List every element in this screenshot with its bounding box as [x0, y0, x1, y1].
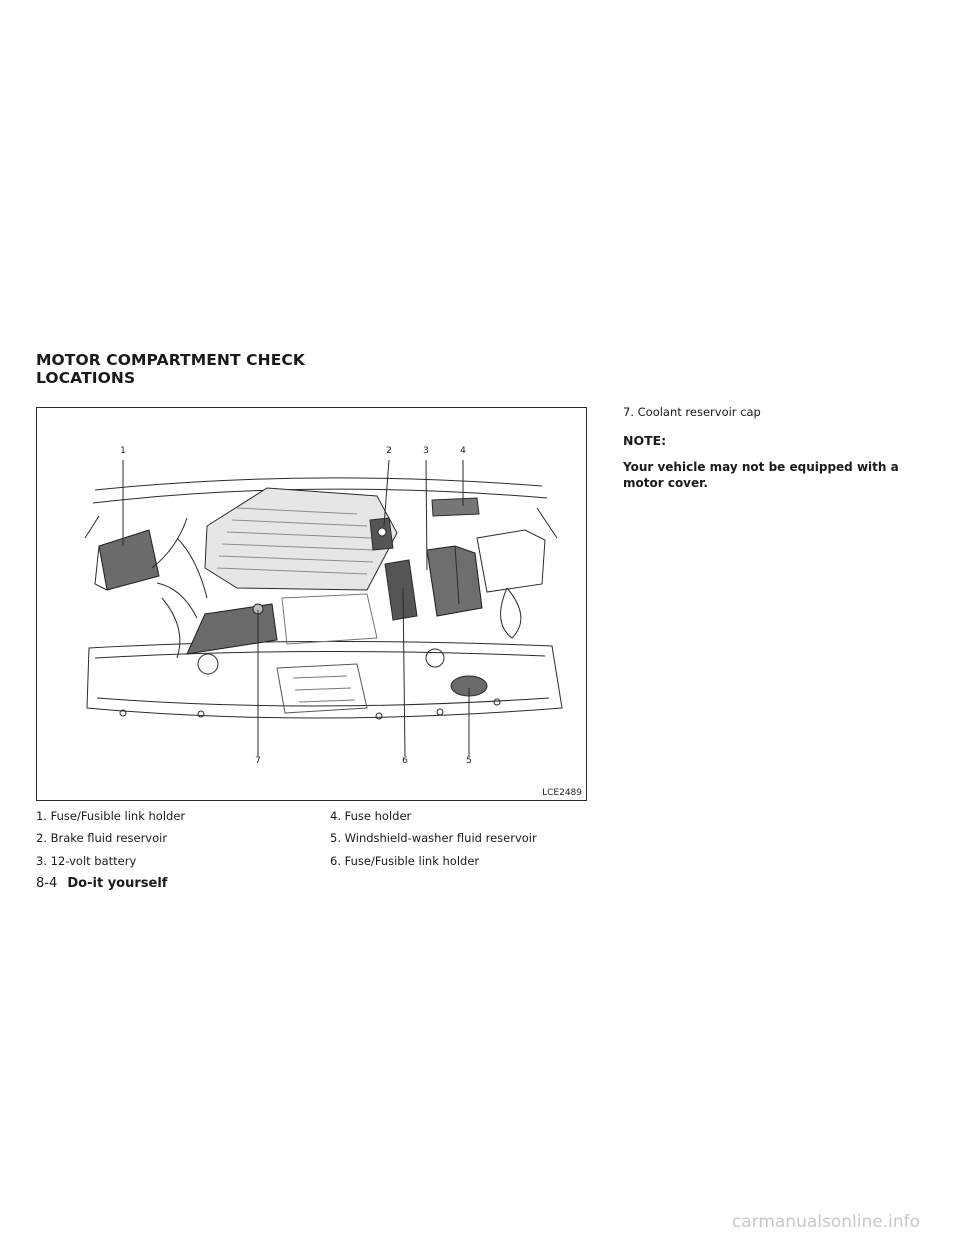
chapter-title: Do-it yourself	[67, 876, 168, 891]
watermark: carmanualsonline.info	[731, 1212, 920, 1232]
page-footer: 8-4 Do-it yourself	[36, 876, 167, 891]
callout-1: 1	[120, 446, 126, 456]
callout-4: 4	[460, 446, 466, 456]
legend-item-2: 2. Brake fluid reservoir	[36, 831, 168, 845]
section-title: MOTOR COMPARTMENT CHECK LOCATIONS	[36, 351, 305, 387]
right-column: 7. Coolant reservoir cap NOTE: Your vehi…	[623, 405, 923, 491]
callout-5: 5	[466, 756, 472, 766]
callout-3: 3	[423, 446, 429, 456]
callout-2: 2	[386, 446, 392, 456]
legend-item-1: 1. Fuse/Fusible link holder	[36, 809, 186, 823]
callout-7: 7	[255, 756, 261, 766]
callout-6: 6	[402, 756, 408, 766]
section-title-line-1: MOTOR COMPARTMENT CHECK	[36, 351, 305, 369]
section-title-line-2: LOCATIONS	[36, 369, 136, 387]
legend-item-7: 7. Coolant reservoir cap	[623, 405, 761, 419]
legend-item-5: 5. Windshield-washer fluid reservoir	[330, 831, 537, 845]
note-text: Your vehicle may not be equipped with a …	[623, 460, 899, 490]
legend-item-6: 6. Fuse/Fusible link holder	[330, 854, 480, 868]
engine-line-drawing	[84, 459, 563, 757]
page-number: 8-4	[36, 876, 58, 891]
figure-code: LCE2489	[542, 788, 582, 798]
motor-compartment-illustration: 1 2 3 4 5 6 7 LCE2489	[36, 407, 587, 801]
note-label: NOTE:	[623, 433, 667, 448]
legend-item-3: 3. 12-volt battery	[36, 854, 137, 868]
legend-item-4: 4. Fuse holder	[330, 809, 412, 823]
